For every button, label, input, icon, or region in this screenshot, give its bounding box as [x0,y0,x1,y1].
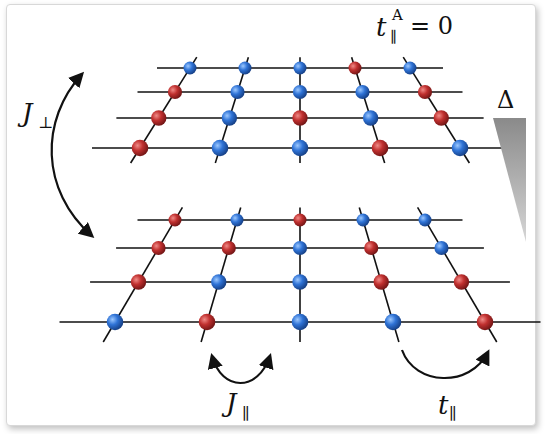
lattice-site [372,140,389,157]
lattice-site [222,110,237,125]
lattice-site [385,314,402,331]
hopping-symbol: t [438,392,448,418]
lattice-site [363,110,378,125]
exchange-symbol: J [226,390,236,416]
lattice-site [454,274,469,289]
lattice-site [404,62,417,75]
gradient-wedge [493,118,526,242]
lattice-site [374,274,389,289]
lattice-line [131,57,197,163]
subscript: ∥ [449,406,456,422]
lattice-site [452,140,469,157]
subscript: ⊥ [38,115,53,131]
lattice-site [168,85,182,99]
lattice-site [169,214,182,227]
lattice-site [222,241,236,255]
lattice-site [212,140,229,157]
lattice-site [230,85,244,99]
lattice-site [292,110,307,125]
lattice-site [292,274,307,289]
lattice-site [294,214,307,227]
lattice-line [403,57,469,163]
lattice-site [231,214,244,227]
lattice-site [132,140,149,157]
exchange-arrow [212,356,270,383]
equation-value: = 0 [410,14,453,38]
lattice-site [293,85,307,99]
lattice-site [293,241,307,255]
lattice-site [239,62,252,75]
lattice-site [434,110,449,125]
lattice-site [357,214,370,227]
gradient-symbol: Δ [497,88,514,112]
interlayer-arrow [52,74,92,236]
lattice-site [418,85,432,99]
lattice-site [151,241,165,255]
lattice-site [419,214,432,227]
lattice-site [349,62,362,75]
lattice-site [292,140,309,157]
lattice-site [107,314,124,331]
lattice-site [434,241,448,255]
lattice-site [364,241,378,255]
subscript: ∥ [390,30,397,45]
interlayer-exchange-symbol: J [22,100,32,126]
lattice-site [294,62,307,75]
lattice-site [131,274,146,289]
lattice-site [355,85,369,99]
lattice-site [199,314,216,331]
lattice-site [477,314,494,331]
lattice-site [184,62,197,75]
hopping-arrow [402,350,488,378]
hopping-symbol: t [376,14,386,40]
superscript: A [392,8,403,23]
subscript: ∥ [242,406,249,422]
lattice-site [151,110,166,125]
lattice-site [211,274,226,289]
lattice-site [292,314,309,331]
